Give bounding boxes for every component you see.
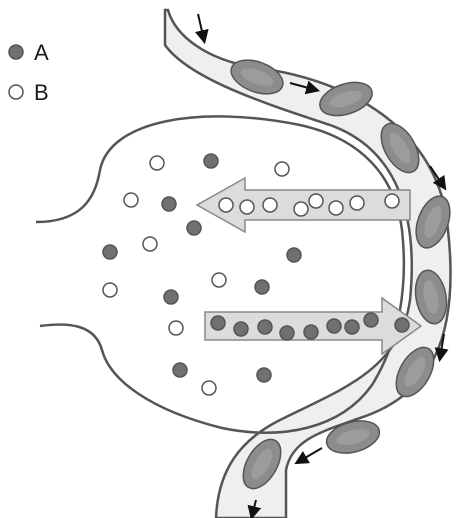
particle-b xyxy=(385,194,399,208)
arrow-icon xyxy=(198,14,204,40)
particle-b xyxy=(275,162,289,176)
particle-b xyxy=(103,283,117,297)
legend-label-a: A xyxy=(34,40,49,65)
particle-b xyxy=(202,381,216,395)
legend-swatch-b xyxy=(9,85,23,99)
particle-b xyxy=(329,201,343,215)
particle-a xyxy=(304,325,318,339)
particle-a xyxy=(257,368,271,382)
particle-a xyxy=(234,322,248,336)
legend-label-b: B xyxy=(34,80,49,105)
particle-a xyxy=(395,318,409,332)
particle-a xyxy=(345,320,359,334)
particle-a xyxy=(204,154,218,168)
particle-a xyxy=(211,316,225,330)
particle-a xyxy=(287,248,301,262)
particle-a xyxy=(280,326,294,340)
particle-a xyxy=(164,290,178,304)
arrow-icon xyxy=(298,448,322,462)
particle-b xyxy=(309,194,323,208)
particle-b xyxy=(212,273,226,287)
particle-a xyxy=(103,245,117,259)
particle-b xyxy=(294,202,308,216)
particle-b xyxy=(350,196,364,210)
particle-a xyxy=(187,221,201,235)
capillary xyxy=(165,10,451,518)
legend: A B xyxy=(9,40,49,105)
particle-b xyxy=(219,198,233,212)
particle-a xyxy=(173,363,187,377)
particle-a xyxy=(162,197,176,211)
legend-swatch-a xyxy=(9,45,23,59)
particle-a xyxy=(255,280,269,294)
particle-b xyxy=(124,193,138,207)
particle-a xyxy=(327,319,341,333)
particle-b xyxy=(169,321,183,335)
particle-b xyxy=(150,156,164,170)
particle-a xyxy=(364,313,378,327)
particle-b xyxy=(263,198,277,212)
capillary-wall xyxy=(165,10,451,518)
particle-a xyxy=(258,320,272,334)
particle-b xyxy=(143,237,157,251)
particles-a xyxy=(103,154,409,382)
particle-b xyxy=(240,200,254,214)
